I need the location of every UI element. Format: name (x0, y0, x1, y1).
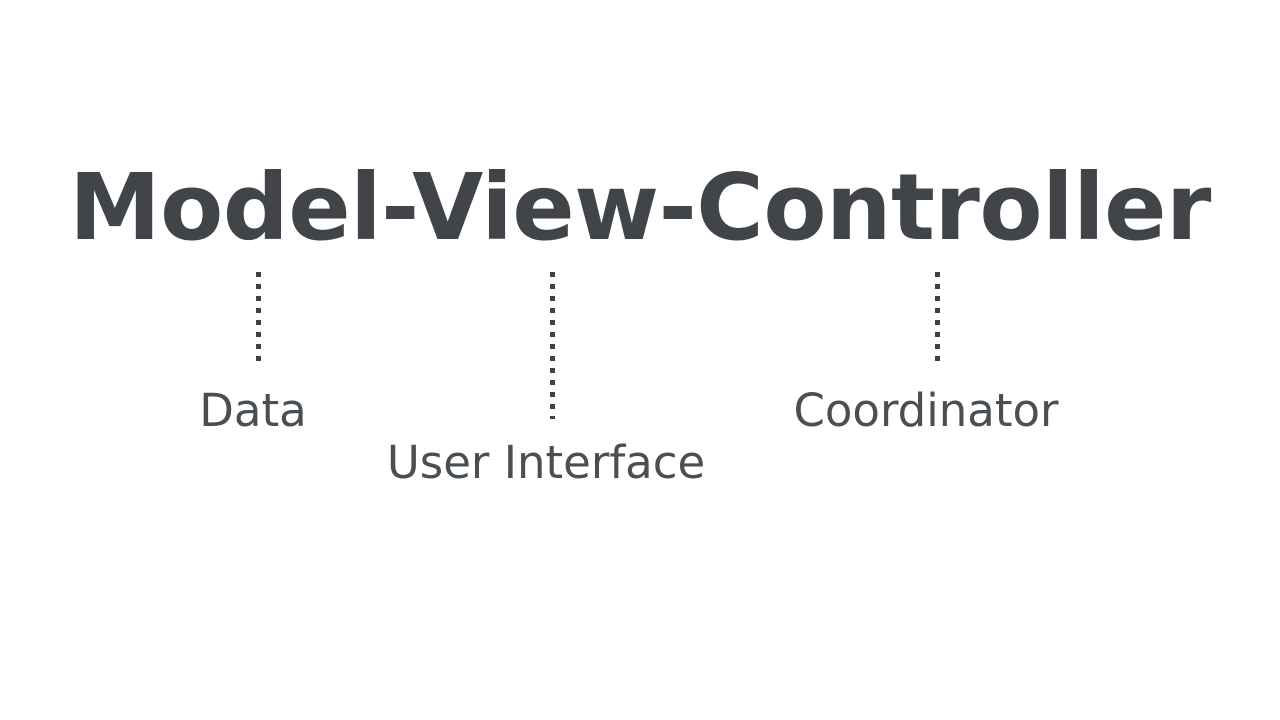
label-controller-coordinator: Coordinator (793, 384, 1059, 437)
label-view-user-interface: User Interface (386, 436, 706, 489)
model-connector-dotted-line (256, 272, 261, 366)
controller-connector-dotted-line (935, 272, 940, 366)
page-title: Model-View-Controller (69, 154, 1211, 261)
view-connector-dotted-line (550, 272, 555, 419)
label-model-data: Data (199, 384, 307, 437)
